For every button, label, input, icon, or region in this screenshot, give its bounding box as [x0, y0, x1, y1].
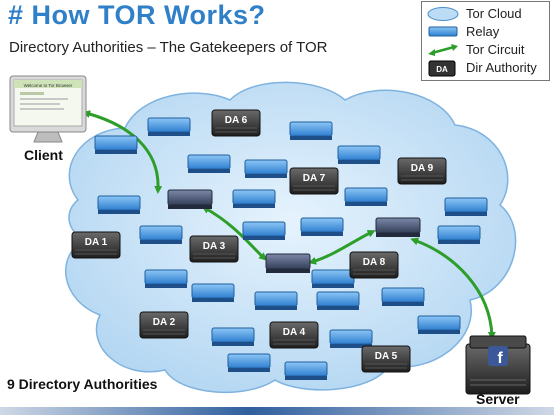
relay — [284, 361, 328, 380]
dir-authority-6: DA 6 — [211, 109, 261, 137]
relay — [94, 135, 138, 154]
relay-icon — [428, 26, 458, 37]
relay — [242, 221, 286, 240]
circuit-arrow-middle-exit — [308, 230, 376, 265]
da-label: DA 3 — [203, 241, 226, 252]
double-arrow-icon — [428, 44, 458, 56]
relay — [289, 121, 333, 140]
circuit-relay-entry — [167, 189, 213, 209]
relay — [191, 283, 235, 302]
dir-authorities: DA 1 DA 2 DA 3 DA 4 DA 5 DA 6 — [71, 109, 447, 373]
relay — [187, 154, 231, 173]
legend-label: Relay — [466, 24, 500, 39]
da-label: DA 9 — [411, 163, 434, 174]
relay — [144, 269, 188, 288]
legend-item-circuit: Tor Circuit — [422, 42, 549, 60]
circuit-arrow-entry-middle — [201, 206, 267, 261]
relay — [337, 145, 381, 164]
client-screen-text: Welcome to Tor Browser — [24, 83, 73, 88]
relays — [94, 117, 488, 380]
tor-circuit — [82, 110, 496, 340]
relay — [97, 195, 141, 214]
relay — [139, 225, 183, 244]
legend-item-relay: Relay — [422, 24, 549, 42]
da-label: DA 1 — [85, 237, 108, 248]
relay — [437, 225, 481, 244]
relay — [227, 353, 271, 372]
relay — [300, 217, 344, 236]
circuit-arrow-client-entry — [82, 110, 163, 194]
dir-authority-icon: DA — [428, 60, 456, 77]
relay — [232, 189, 276, 208]
relay — [444, 197, 488, 216]
client-label: Client — [24, 147, 63, 163]
circuit-arrow-exit-server — [410, 237, 496, 340]
dir-authority-count-label: 9 Directory Authorities — [7, 376, 158, 392]
cloud-icon — [427, 7, 459, 21]
dir-authority-7: DA 7 — [289, 167, 339, 195]
relay — [254, 291, 298, 310]
circuit-relay-middle — [265, 253, 311, 273]
svg-text:DA: DA — [436, 65, 448, 74]
dir-authority-1: DA 1 — [71, 231, 121, 259]
da-label: DA 5 — [375, 351, 398, 362]
da-label: DA 2 — [153, 317, 176, 328]
relay — [244, 159, 288, 178]
relay — [417, 315, 461, 334]
client-computer: Welcome to Tor Browser — [9, 75, 87, 143]
facebook-icon — [488, 346, 508, 366]
relay — [344, 187, 388, 206]
legend: Tor Cloud Relay Tor Circuit DA Dir Autho… — [421, 1, 550, 81]
page-title: # How TOR Works? — [8, 0, 266, 30]
dir-authority-4: DA 4 — [269, 321, 319, 349]
da-label: DA 8 — [363, 257, 386, 268]
legend-item-dir-authority: DA Dir Authority — [422, 60, 549, 78]
relay — [316, 291, 360, 310]
dir-authority-8: DA 8 — [349, 251, 399, 279]
legend-label: Tor Circuit — [466, 42, 525, 57]
relay — [147, 117, 191, 136]
footer-bar — [0, 407, 554, 415]
dir-authority-2: DA 2 — [139, 311, 189, 339]
circuit-relays — [167, 189, 421, 273]
dir-authority-5: DA 5 — [361, 345, 411, 373]
legend-label: Dir Authority — [466, 60, 537, 75]
da-label: DA 6 — [225, 115, 248, 126]
relay — [381, 287, 425, 306]
relay — [311, 269, 355, 288]
legend-label: Tor Cloud — [466, 6, 522, 21]
server-label: Server — [476, 391, 520, 407]
relay — [211, 327, 255, 346]
facebook-icon-glyph: f — [497, 350, 503, 367]
circuit-relay-exit — [375, 217, 421, 237]
dir-authority-3: DA 3 — [189, 235, 239, 263]
page-subtitle: Directory Authorities – The Gatekeepers … — [9, 39, 328, 56]
legend-item-cloud: Tor Cloud — [422, 6, 549, 24]
server: f — [465, 335, 531, 395]
relay — [329, 329, 373, 348]
da-label: DA 7 — [303, 173, 326, 184]
dir-authority-9: DA 9 — [397, 157, 447, 185]
da-label: DA 4 — [283, 327, 306, 338]
